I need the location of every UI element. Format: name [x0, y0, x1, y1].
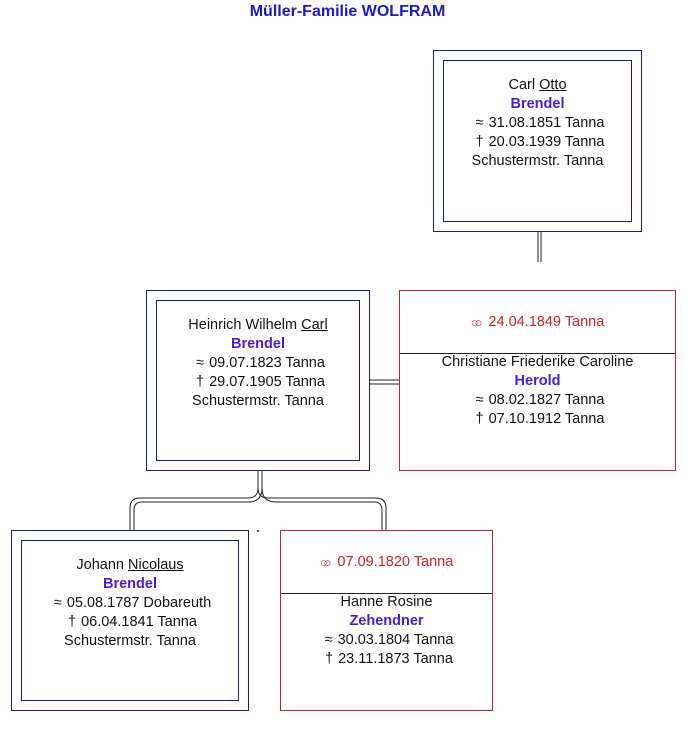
connector-line	[261, 487, 383, 530]
person-details: Johann Nicolaus Brendel ≈05.08.1787 Doba…	[12, 556, 248, 651]
person-surname: Brendel	[231, 336, 285, 352]
birth-event: ≈30.03.1804 Tanna	[281, 631, 492, 650]
person-address: Schustermstr. Tanna	[64, 633, 196, 649]
spouse-card-christiane[interactable]: ○○24.04.1849 Tanna Christiane Friederike…	[399, 290, 676, 471]
death-icon: †	[475, 411, 484, 427]
page-title: Müller-Familie WOLFRAM	[249, 3, 446, 20]
person-card-frame	[156, 300, 360, 461]
person-details: Christiane Friederike Caroline Herold ≈0…	[400, 353, 675, 429]
person-details: Hanne Rosine Zehendner ≈30.03.1804 Tanna…	[281, 593, 492, 669]
birth-icon: ≈	[324, 632, 333, 648]
person-card-frame	[443, 60, 632, 222]
birth-event: ≈31.08.1851 Tanna	[434, 114, 641, 133]
connector-line	[257, 487, 387, 530]
marriage-rings-icon: ○○	[470, 314, 483, 330]
person-surname: Brendel	[103, 576, 157, 592]
person-card-heinrich-wilhelm-carl[interactable]: Heinrich Wilhelm Carl Brendel ≈09.07.182…	[146, 290, 370, 471]
person-details: Heinrich Wilhelm Carl Brendel ≈09.07.182…	[147, 316, 369, 411]
spouse-card-hanne-rosine[interactable]: ○○07.09.1820 Tanna Hanne Rosine Zehendne…	[280, 530, 493, 711]
person-card-johann-nicolaus[interactable]: Johann Nicolaus Brendel ≈05.08.1787 Doba…	[11, 530, 249, 711]
person-card-frame	[21, 540, 239, 701]
person-name: Carl Otto	[508, 77, 567, 93]
marriage-rings-icon: ○○	[319, 554, 332, 570]
person-surname: Zehendner	[349, 613, 424, 629]
birth-event: ≈08.02.1827 Tanna	[400, 391, 675, 410]
death-event: †20.03.1939 Tanna	[434, 133, 641, 152]
death-event: †06.04.1841 Tanna	[12, 613, 248, 632]
connector-line	[133, 470, 263, 530]
person-details: Carl Otto Brendel ≈31.08.1851 Tanna †20.…	[434, 76, 641, 171]
person-card-carl-otto[interactable]: Carl Otto Brendel ≈31.08.1851 Tanna †20.…	[433, 50, 642, 232]
marriage-event: ○○24.04.1849 Tanna	[400, 291, 675, 354]
birth-event: ≈05.08.1787 Dobareuth	[12, 594, 248, 613]
person-name: Johann Nicolaus	[76, 557, 184, 573]
person-surname: Brendel	[510, 96, 565, 112]
birth-icon: ≈	[475, 115, 484, 131]
person-name: Christiane Friederike Caroline	[441, 354, 634, 370]
birth-event: ≈09.07.1823 Tanna	[147, 354, 369, 373]
death-event: †23.11.1873 Tanna	[281, 650, 492, 669]
death-icon: †	[475, 134, 484, 150]
person-name: Heinrich Wilhelm Carl	[188, 317, 328, 333]
person-name: Hanne Rosine	[340, 594, 433, 610]
birth-icon: ≈	[196, 355, 205, 371]
person-address: Schustermstr. Tanna	[192, 393, 324, 409]
connector-line	[129, 470, 259, 530]
birth-icon: ≈	[53, 595, 62, 611]
death-icon: †	[196, 374, 205, 390]
death-event: †07.10.1912 Tanna	[400, 410, 675, 429]
death-event: †29.07.1905 Tanna	[147, 373, 369, 392]
marriage-event: ○○07.09.1820 Tanna	[281, 531, 492, 594]
person-address: Schustermstr. Tanna	[471, 153, 604, 169]
birth-icon: ≈	[475, 392, 484, 408]
connector-dot	[257, 530, 259, 532]
person-surname: Herold	[514, 373, 561, 389]
death-icon: †	[325, 651, 334, 667]
death-icon: †	[68, 614, 77, 630]
